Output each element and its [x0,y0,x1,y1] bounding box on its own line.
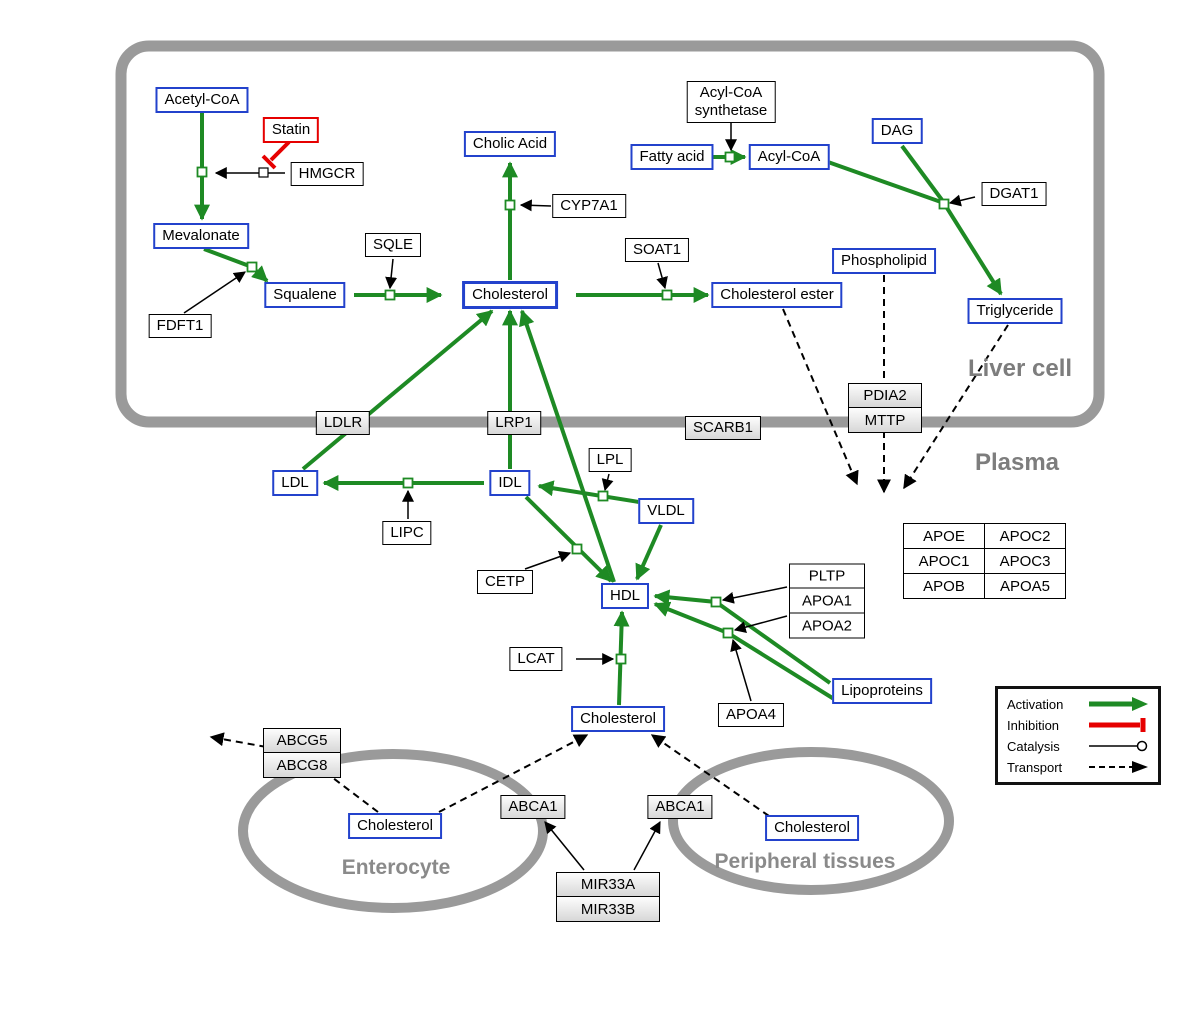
node-fdft1[interactable]: FDFT1 [148,314,212,338]
node-abcg8[interactable]: ABCG8 [263,753,341,778]
inhibition-tbar-icon [1089,718,1146,732]
node-apoa1[interactable]: APOA1 [789,588,865,614]
node-ldlr[interactable]: LDLR [315,411,371,435]
liver-cell-label: Liver cell [967,355,1073,382]
node-abca1-enterocyte[interactable]: ABCA1 [500,795,566,819]
stack-abcg5-abcg8: ABCG5 ABCG8 [263,728,341,778]
anchor-node [258,167,269,178]
stack-mir33: MIR33A MIR33B [556,872,660,922]
catalysis-circle-icon [1089,740,1148,752]
acyl-coa-synthetase-line1: Acyl-CoA [699,84,763,101]
node-cholesterol-ester[interactable]: Cholesterol ester [711,282,843,308]
stack-pltp-apoa1-apoa2: PLTP APOA1 APOA2 [789,563,865,639]
node-statin[interactable]: Statin [262,117,320,143]
legend-transport-label: Transport [1007,759,1063,775]
peripheral-tissues-outline [668,747,954,895]
catalysis-edges [183,121,976,871]
transport-dashed-arrow-icon [1089,761,1148,773]
peripheral-tissues-label: Peripheral tissues [714,850,896,873]
node-apoa2[interactable]: APOA2 [789,613,865,639]
node-fatty-acid[interactable]: Fatty acid [630,144,714,170]
node-phospholipid[interactable]: Phospholipid [832,248,936,274]
node-sqle[interactable]: SQLE [364,233,422,257]
node-lipoproteins[interactable]: Lipoproteins [832,678,932,704]
node-acyl-coa-synthetase[interactable]: Acyl-CoA synthetase [686,81,776,123]
node-abcg5[interactable]: ABCG5 [263,728,341,753]
activation-edges [194,113,1003,706]
node-vldl[interactable]: VLDL [638,498,694,524]
node-triglyceride[interactable]: Triglyceride [967,298,1063,324]
node-apoa4[interactable]: APOA4 [717,703,785,727]
node-cholesterol-peripheral[interactable]: Cholesterol [765,815,859,841]
stack-pdia2-mttp: PDIA2 MTTP [848,383,922,433]
node-pdia2[interactable]: PDIA2 [848,383,922,408]
liver-cell-outline [115,40,1105,428]
inhibition-edges [261,140,291,170]
node-cholic-acid[interactable]: Cholic Acid [463,131,557,157]
node-dag[interactable]: DAG [871,118,923,144]
node-squalene[interactable]: Squalene [264,282,346,308]
node-cholesterol-plasma[interactable]: Cholesterol [571,706,665,732]
node-hdl[interactable]: HDL [600,583,650,609]
legend-activation-row: Activation [1007,696,1149,712]
node-ldl[interactable]: LDL [272,470,318,496]
node-cholesterol-enterocyte[interactable]: Cholesterol [348,813,442,839]
acyl-coa-synthetase-line2: synthetase [694,102,768,119]
compartment-outlines [115,40,1105,913]
node-soat1[interactable]: SOAT1 [624,238,690,262]
node-acetyl-coa[interactable]: Acetyl-CoA [155,87,249,113]
node-scarb1[interactable]: SCARB1 [684,416,762,440]
node-lipc[interactable]: LIPC [382,521,432,545]
legend-activation-label: Activation [1007,696,1064,712]
legend-catalysis-row: Catalysis [1007,738,1149,754]
node-abca1-peripheral[interactable]: ABCA1 [647,795,713,819]
reaction-nodes [196,151,950,665]
activation-arrow-icon [1089,697,1148,711]
legend-box: Activation Inhibition Catalysis Transpor… [995,686,1161,785]
node-mttp[interactable]: MTTP [848,408,922,433]
node-mevalonate[interactable]: Mevalonate [153,223,249,249]
node-pltp[interactable]: PLTP [789,563,865,589]
node-lpl[interactable]: LPL [588,448,632,472]
plasma-label: Plasma [974,449,1060,476]
node-apoe[interactable]: APOE [904,524,985,549]
node-apoc1[interactable]: APOC1 [904,549,985,574]
node-cyp7a1[interactable]: CYP7A1 [552,194,626,218]
node-mir33b[interactable]: MIR33B [556,897,660,922]
legend-inhibition-label: Inhibition [1007,717,1060,733]
node-hmgcr[interactable]: HMGCR [290,162,364,186]
node-cetp[interactable]: CETP [476,570,534,594]
enterocyte-label: Enterocyte [341,856,451,879]
legend-inhibition-row: Inhibition [1007,717,1149,733]
node-apob[interactable]: APOB [904,574,985,599]
node-lcat[interactable]: LCAT [509,647,563,671]
enterocyte-outline [238,749,548,913]
node-mir33a[interactable]: MIR33A [556,872,660,897]
node-acyl-coa[interactable]: Acyl-CoA [748,144,830,170]
node-dgat1[interactable]: DGAT1 [981,182,1047,206]
node-idl[interactable]: IDL [489,470,531,496]
node-apoc3[interactable]: APOC3 [985,549,1066,574]
legend-catalysis-label: Catalysis [1007,738,1060,754]
legend-transport-row: Transport [1007,759,1149,775]
apolipoprotein-table: APOE APOC2 APOC1 APOC3 APOB APOA5 [903,523,1066,599]
node-apoc2[interactable]: APOC2 [985,524,1066,549]
node-cholesterol-liver[interactable]: Cholesterol [462,281,558,309]
node-lrp1[interactable]: LRP1 [487,411,541,435]
node-apoa5[interactable]: APOA5 [985,574,1066,599]
